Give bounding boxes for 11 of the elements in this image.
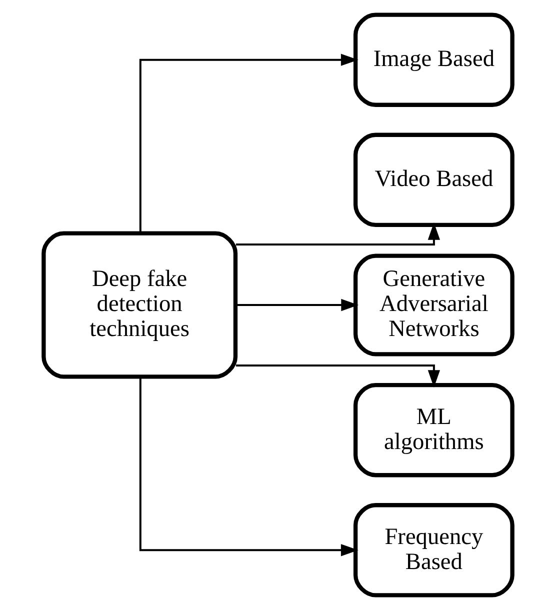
arrow [235, 364, 440, 388]
node-box: Deep fake detection techniques [41, 231, 238, 379]
arrow [235, 298, 358, 312]
arrow [235, 222, 440, 246]
node-box: Frequency Based [352, 503, 514, 598]
arrow [138, 54, 358, 233]
node-box: Video Based [352, 132, 514, 228]
arrow [138, 377, 358, 556]
node-box: Generative Adversarial Networks [352, 254, 514, 356]
node-box: ML algorithms [352, 382, 514, 478]
node-box: Image Based [352, 12, 514, 107]
